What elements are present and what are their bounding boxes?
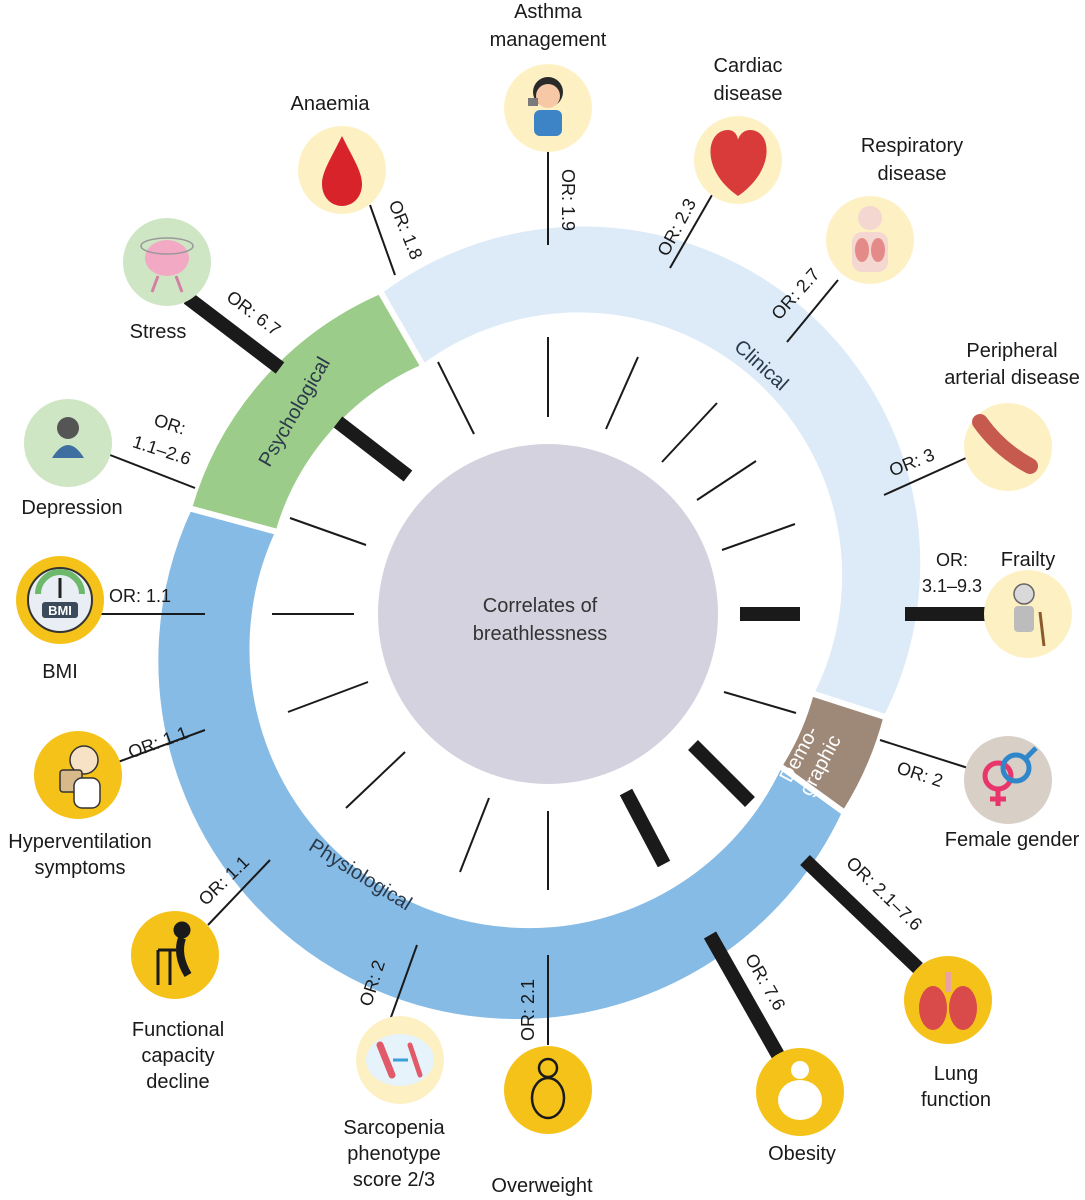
center-title-line2: breathlessness [473,623,608,645]
connector-obesity [703,931,785,1059]
connector-cardiac [669,194,713,269]
spoke-lung [688,740,755,807]
psychological-segment [185,287,428,536]
bmi-label: BMI [42,661,78,683]
functional-label-2: capacity [141,1045,214,1067]
stress-figure [140,237,194,293]
sarcopenia-label-2: phenotype [347,1143,440,1165]
depressed-person-icon [24,399,112,487]
connector-functional [207,859,271,926]
sarcopenia-figure [366,1034,434,1086]
blood-drop-shape [322,136,362,206]
overweight-label: Overweight [491,1175,593,1197]
artery-shape [972,414,1038,474]
physiological-segment [152,504,849,1026]
female-or: OR: 2 [894,758,945,792]
hyperventilation-label-1: Hyperventilation [8,831,151,853]
connector-lung [800,854,923,974]
spoke-stress [333,416,413,482]
respiratory-figure [852,206,888,272]
depression-or-1: OR: [152,410,189,439]
connector-respiratory [786,279,839,343]
pad-label-2: arterial disease [944,367,1080,389]
spoke-female [723,691,797,714]
spoke-anaemia [437,361,475,435]
stress-label: Stress [130,321,187,343]
overweight-person-icon [504,1046,592,1134]
spoke-hyperventilation [287,681,369,713]
gender-figure [982,746,1038,806]
spoke-pad [696,460,757,501]
lung-or: OR: 2.1–7.6 [842,853,926,935]
spoke-obesity [619,788,671,868]
connector-pad [883,457,967,496]
cardiac-label-1: Cardiac [714,55,783,77]
sarcopenia-label-3: score 2/3 [353,1169,435,1191]
svg-text:BMI: BMI [48,603,72,618]
connector-stress [183,292,285,374]
bmi-figure: BMI [27,567,93,633]
connector-depression [109,454,196,489]
female-label: Female gender [945,829,1080,851]
anaemia-label: Anaemia [291,93,371,115]
asthma-or: OR: 1.9 [558,169,578,231]
respiratory-label-2: disease [878,163,947,185]
factor-labels: Asthma management Cardiac disease Respir… [8,1,1080,1197]
lung-label-1: Lung [934,1063,979,1085]
asthma-figure [528,77,563,136]
frailty-figure [1013,583,1046,647]
outer-connectors [100,150,985,1059]
sarcopenia-label-1: Sarcopenia [343,1117,445,1139]
depression-label: Depression [21,497,122,519]
spoke-respiratory [661,402,718,463]
overweight-or: OR: 2.1 [518,979,538,1041]
obesity-label: Obesity [768,1143,836,1165]
center-circle [378,444,718,784]
connector-hyperventilation [117,729,206,763]
icon-glyphs: BMI [27,77,1046,1120]
clinical-segment [375,220,927,722]
bmi-or: OR: 1.1 [109,586,171,606]
pad-label-1: Peripheral [966,340,1057,362]
inner-spokes [272,337,800,890]
spoke-sarcopenia [459,797,490,873]
overweight-figure [530,1057,566,1120]
connector-anaemia [369,204,396,276]
asthma-label-1: Asthma [514,1,583,23]
spoke-depression [289,517,367,546]
lungs-icon [904,956,992,1044]
anaemia-or: OR: 1.8 [385,197,427,262]
obesity-figure [778,1061,822,1120]
frailty-or-1: OR: [936,550,968,570]
spoke-functional [345,751,406,809]
connector-sarcopenia [389,944,418,1021]
functional-label-3: decline [146,1071,209,1093]
heart-shape [710,130,767,196]
walker-person-icon [131,911,219,999]
lung-figure [919,972,977,1030]
asthma-label-2: management [490,29,607,51]
hyperventilation-label-2: symptoms [34,857,125,879]
functional-figure [156,921,192,985]
lung-label-2: function [921,1089,991,1111]
cardiac-label-2: disease [714,83,783,105]
center-title-line1: Correlates of [483,595,598,617]
connector-female [879,739,969,769]
depression-figure [52,417,84,458]
spoke-cardiac [605,356,639,430]
functional-label-1: Functional [132,1019,224,1041]
spoke-pad2 [721,523,796,551]
depression-or-2: 1.1–2.6 [130,432,193,470]
hyperventilation-figure [59,745,101,809]
respiratory-label-1: Respiratory [861,135,963,157]
frailty-label: Frailty [1001,549,1055,571]
frailty-or-2: 3.1–9.3 [922,576,982,596]
